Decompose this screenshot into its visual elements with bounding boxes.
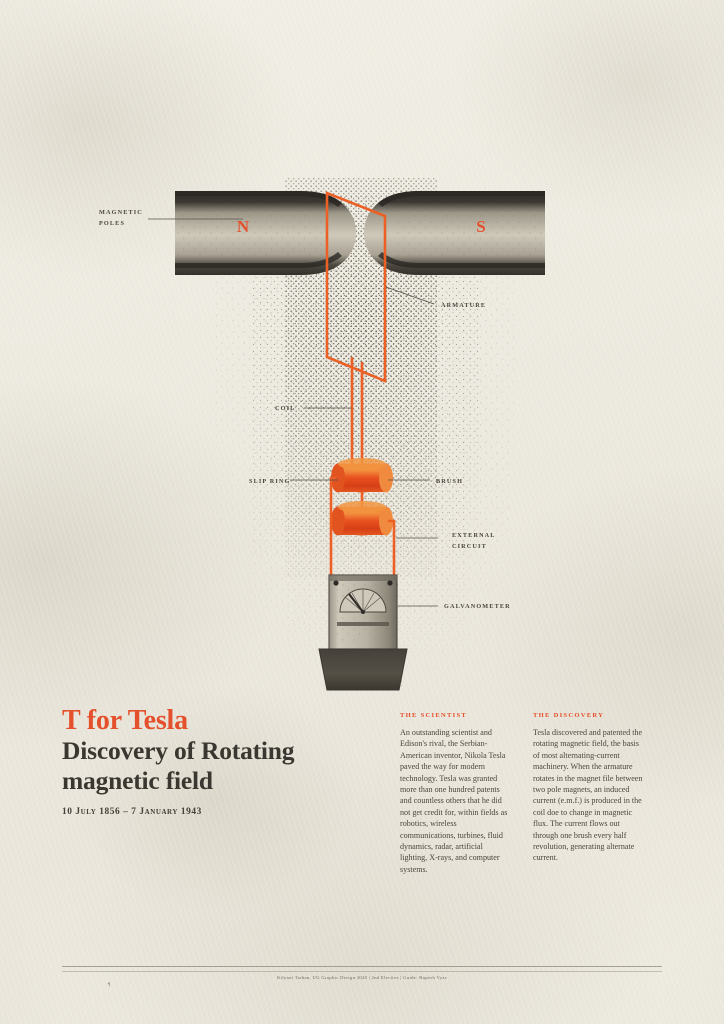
generator-diagram: N S: [99, 178, 545, 691]
label-slip-ring: SLIP RING: [249, 478, 291, 485]
armature-coil-wire: [325, 191, 387, 383]
column-body-discovery: Tesla discovered and patented the rotati…: [533, 728, 643, 863]
headline-main-line-1: Discovery of Rotating: [62, 736, 295, 766]
magnet-south: S: [364, 191, 545, 275]
leader-armature: [385, 286, 435, 305]
column-body-scientist: An outstanding scientist and Edison's ri…: [400, 728, 508, 874]
coil-leads: [350, 357, 364, 520]
slip-ring-upper: [331, 458, 393, 493]
galvanometer: [318, 574, 408, 691]
north-pole-letter: N: [237, 217, 250, 236]
slip-ring-lower: [331, 501, 393, 536]
label-galvanometer: GALVANOMETER: [444, 603, 511, 610]
leader-lines: [148, 218, 438, 607]
life-dates: 10 July 1856 – 7 January 1943: [62, 807, 202, 818]
south-pole-letter: S: [476, 217, 485, 236]
column-the-scientist: THE SCIENTIST An outstanding scientist a…: [400, 712, 512, 875]
headline-accent: T for Tesla: [62, 705, 188, 736]
footer-rule-bottom: [62, 971, 662, 972]
galvanometer-needle: [348, 593, 364, 613]
headline-main-line-2: magnetic field: [62, 766, 213, 796]
column-heading-scientist: THE SCIENTIST: [400, 712, 468, 719]
label-coil: COIL: [275, 405, 296, 412]
label-magnetic-poles: MAGNETIC POLES: [99, 209, 143, 227]
page-mark: ¶: [108, 983, 111, 988]
column-heading-discovery: THE DISCOVERY: [533, 712, 605, 719]
footer-rule-top: [62, 966, 662, 967]
label-armature: ARMATURE: [441, 302, 487, 309]
diagram-svg: N S: [148, 178, 545, 691]
external-circuit-wires: [329, 476, 396, 575]
label-brush: BRUSH: [436, 478, 464, 485]
footer-credit: Kilyani Tarhan, UG Graphic Design 2020 |…: [277, 975, 447, 980]
label-external-circuit: EXTERNAL CIRCUIT: [452, 532, 496, 550]
headline-block: T for Tesla Discovery of Rotating magnet…: [62, 706, 382, 817]
magnet-north: N: [175, 191, 356, 275]
column-the-discovery: THE DISCOVERY Tesla discovered and paten…: [533, 712, 645, 864]
